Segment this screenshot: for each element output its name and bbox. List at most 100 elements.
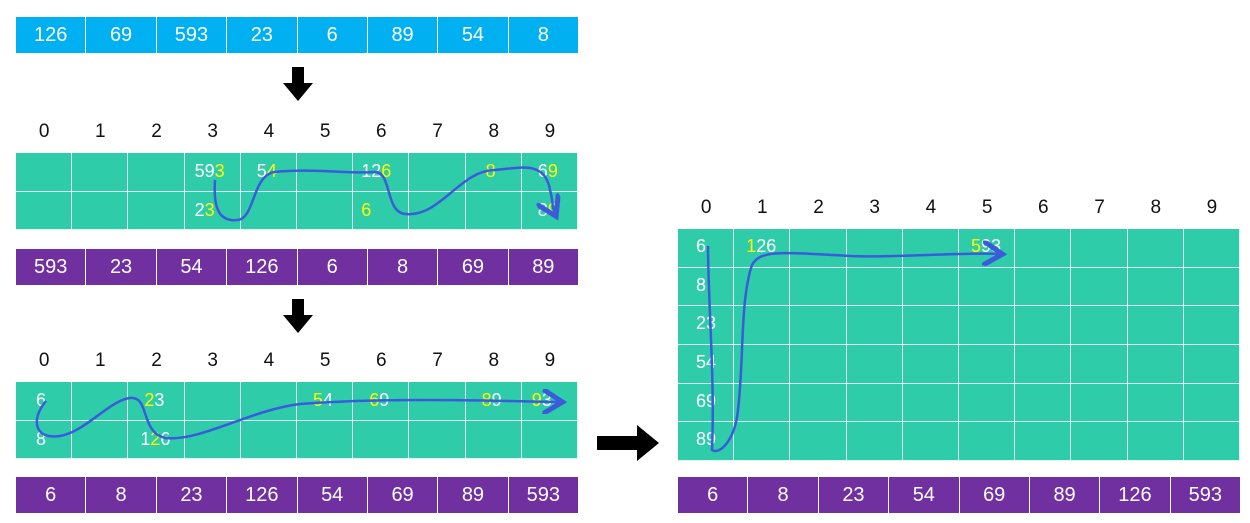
pass2-digit-label: 7 <box>432 350 443 371</box>
final-sorted-cell: 23 <box>818 477 890 513</box>
pass2-bucket-value: 54 <box>313 390 334 410</box>
pass3-digit-label: 9 <box>1206 197 1218 218</box>
pass1-bucket-cell <box>72 191 129 230</box>
pass1-bucket-cell <box>297 153 354 192</box>
pass3-digit-label: 8 <box>1150 197 1162 218</box>
pass2-bucket-cell <box>297 420 354 459</box>
input-cell: 6 <box>297 17 368 53</box>
pass2-bucket-cell <box>409 420 466 459</box>
pass3-bucket-cell <box>734 267 791 307</box>
pass3-digit-label: 2 <box>813 197 824 218</box>
pass1-result-cell: 54 <box>156 249 228 285</box>
final-sorted-cell: 69 <box>959 477 1030 513</box>
pass1-digit-label: 8 <box>488 121 500 142</box>
pass1-digit-label: 4 <box>263 121 275 142</box>
pass3-bucket-cell <box>790 422 847 461</box>
pass2-bucket-value: 8 <box>36 428 47 449</box>
pass3-bucket-cell <box>902 267 959 307</box>
pass1-bucket-value: 8 <box>485 161 496 181</box>
pass3-digit-label: 1 <box>757 197 768 218</box>
final-sorted-cell: 54 <box>889 477 960 513</box>
pass3-bucket-cell <box>1183 422 1240 461</box>
pass1-bucket-cell: 8 <box>465 153 522 192</box>
pass3-bucket-cell <box>959 422 1016 461</box>
pass3-bucket-cell: 54 <box>678 345 735 384</box>
pass1-bucket-cell <box>16 153 73 192</box>
pass3-bucket-cell <box>1015 383 1072 423</box>
pass2-bucket-cell: 126 <box>128 420 185 459</box>
pass1-digit-label: 1 <box>95 121 106 142</box>
pass2-result-cell: 6 <box>16 477 87 513</box>
pass2-digit-label: 0 <box>38 350 50 371</box>
pass3-digit-label: 7 <box>1094 197 1105 218</box>
arrow-right-icon <box>597 425 659 461</box>
pass1-bucket-value: 54 <box>256 161 277 181</box>
pass1-bucket-cell: 23 <box>184 191 241 230</box>
pass3-bucket-value: 8 <box>696 274 707 295</box>
pass1-bucket-value: 126 <box>361 161 392 181</box>
pass1-bucket-cell <box>297 191 354 230</box>
pass3-bucket-cell <box>1071 306 1128 345</box>
pass1-result-cell: 126 <box>227 249 298 285</box>
pass1-bucket-cell: 593 <box>184 153 241 192</box>
pass3-bucket-cell <box>959 267 1016 307</box>
pass2-result-cell: 89 <box>438 477 509 513</box>
pass2-bucket-cell <box>184 420 241 459</box>
pass3-bucket-cell <box>1183 306 1240 345</box>
pass2-bucket-cell <box>184 382 241 421</box>
final-sorted-cell: 6 <box>678 477 749 513</box>
pass2-bucket-cell: 8 <box>16 420 73 459</box>
pass2-bucket-cell <box>240 382 297 421</box>
pass1-bucket-cell <box>16 191 73 230</box>
pass3-bucket-cell <box>1071 229 1128 268</box>
pass3-bucket-cell <box>790 306 847 345</box>
arrow-down-icon <box>283 67 313 101</box>
pass3-bucket-cell <box>1071 422 1128 461</box>
pass3-bucket-cell <box>959 345 1016 384</box>
final-sorted-cell: 89 <box>1029 477 1101 513</box>
pass3-bucket-value: 126 <box>746 236 777 256</box>
pass2-bucket-value: 89 <box>481 390 502 410</box>
pass3-bucket-cell <box>846 267 903 307</box>
pass1-bucket-cell <box>409 191 466 230</box>
pass2-bucket-cell: 54 <box>297 382 354 421</box>
pass3-bucket-cell <box>846 229 903 268</box>
pass3-bucket-cell: 8 <box>678 267 735 307</box>
pass3-bucket-value: 54 <box>696 352 717 372</box>
pass3-bucket-value: 593 <box>971 236 1002 256</box>
pass3-bucket-cell <box>1015 422 1072 461</box>
pass3-bucket-cell: 126 <box>734 229 791 268</box>
pass3-digit-label: 5 <box>981 197 993 218</box>
pass3-bucket-cell <box>1127 345 1184 384</box>
pass2-digit-label: 3 <box>207 350 218 371</box>
pass3-bucket-cell <box>790 345 847 384</box>
pass2-bucket-cell: 69 <box>353 382 410 421</box>
pass2-bucket-cell <box>353 420 410 459</box>
pass2-bucket-cell <box>409 382 466 421</box>
pass1-bucket-cell <box>128 153 185 192</box>
pass3-bucket-cell <box>902 306 959 345</box>
pass3-bucket-cell <box>1127 229 1184 268</box>
pass1-bucket-cell: 6 <box>353 191 410 230</box>
pass3-bucket-cell <box>1183 383 1240 423</box>
pass2-result-cell: 23 <box>156 477 228 513</box>
pass3-digit-label: 3 <box>869 197 880 218</box>
pass1-bucket-cell <box>240 191 297 230</box>
pass2-digit-label: 2 <box>151 350 162 371</box>
input-cell: 593 <box>156 17 228 53</box>
pass3-bucket-cell: 6 <box>678 229 735 268</box>
pass2-bucket-cell: 89 <box>465 382 522 421</box>
pass3-bucket-cell <box>734 422 791 461</box>
pass3-bucket-cell <box>790 229 847 268</box>
pass3-bucket-cell <box>959 383 1016 423</box>
input-cell: 126 <box>16 17 87 53</box>
pass2-bucket-value: 6 <box>36 390 47 410</box>
pass1-bucket-cell: 54 <box>240 153 297 192</box>
pass2-bucket-cell <box>240 420 297 459</box>
